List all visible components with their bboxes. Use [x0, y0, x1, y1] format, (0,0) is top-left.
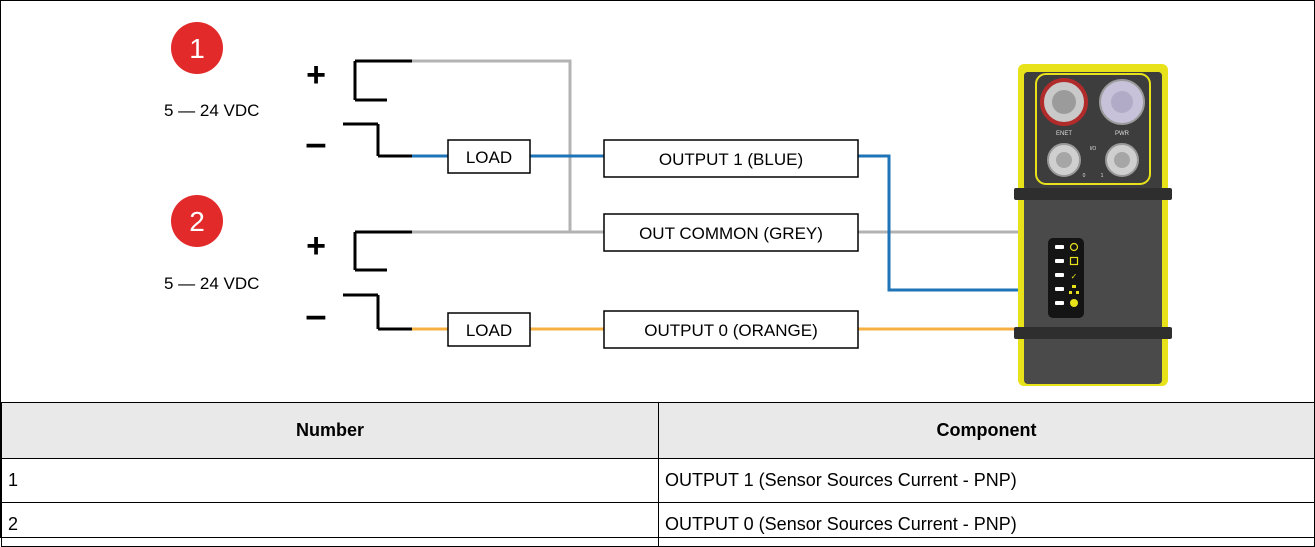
- led-panel: [1048, 238, 1084, 318]
- warning-icon: [1070, 299, 1078, 307]
- cell-number: 2: [1, 502, 659, 547]
- enet-label: ENET: [1056, 131, 1072, 137]
- voltage-label-1: 5 — 24 VDC: [164, 101, 259, 120]
- io-label: I/O: [1090, 146, 1097, 152]
- network-icon: [1069, 285, 1079, 294]
- table-header-row: Number Component: [1, 402, 1315, 459]
- cell-component: OUTPUT 0 (Sensor Sources Current - PNP): [658, 502, 1315, 547]
- header-component: Component: [658, 402, 1315, 459]
- header-number: Number: [1, 402, 659, 459]
- trigger-icon: [1069, 256, 1079, 266]
- voltage-label-2: 5 — 24 VDC: [164, 274, 259, 293]
- table-row: 2 OUTPUT 0 (Sensor Sources Current - PNP…: [1, 502, 1315, 547]
- output1-box: [603, 139, 859, 178]
- marker-1-circle: [171, 22, 223, 74]
- load-box-top: [447, 139, 531, 174]
- blue-wire-device: [858, 154, 1020, 292]
- load-box-bottom: [447, 312, 531, 347]
- battery-2-plus: +: [306, 227, 326, 265]
- table-row: 1 OUTPUT 1 (Sensor Sources Current - PNP…: [1, 458, 1315, 503]
- marker-1-number: 1: [189, 33, 205, 64]
- battery-1-symbol: [343, 59, 412, 158]
- out-common-box-label: OUT COMMON (GREY): [639, 224, 823, 243]
- power-icon: [1069, 242, 1079, 252]
- marker-2-number: 2: [189, 206, 205, 237]
- wiring-diagram: + – + – 1 2 5 — 24 VDC 5 — 24 VDC LOAD O…: [2, 2, 1313, 402]
- load-box-bottom-label: LOAD: [466, 321, 512, 340]
- grey-wire: [412, 59, 604, 234]
- cell-number: 1: [1, 458, 659, 503]
- battery-2-minus: –: [305, 295, 326, 337]
- battery-1-plus: +: [306, 56, 326, 94]
- output0-box: [603, 310, 859, 349]
- marker-2-circle: [171, 195, 223, 247]
- io-pin1-label: 1: [1101, 173, 1104, 179]
- check-x-icon: ✓: [1071, 272, 1078, 281]
- out-common-box: [603, 213, 859, 252]
- output0-box-label: OUTPUT 0 (ORANGE): [644, 321, 817, 340]
- output1-box-label: OUTPUT 1 (BLUE): [659, 150, 803, 169]
- load-box-top-label: LOAD: [466, 148, 512, 167]
- pwr-label: PWR: [1115, 131, 1130, 137]
- battery-1-minus: –: [305, 123, 326, 165]
- io-pin0-label: 0: [1083, 173, 1086, 179]
- battery-2-symbol: [343, 230, 412, 331]
- cell-component: OUTPUT 1 (Sensor Sources Current - PNP): [658, 458, 1315, 503]
- component-table: Number Component 1 OUTPUT 1 (Sensor Sour…: [1, 402, 1315, 547]
- sensor-device: ENET PWR I/O 0 1 ✓: [1014, 64, 1172, 386]
